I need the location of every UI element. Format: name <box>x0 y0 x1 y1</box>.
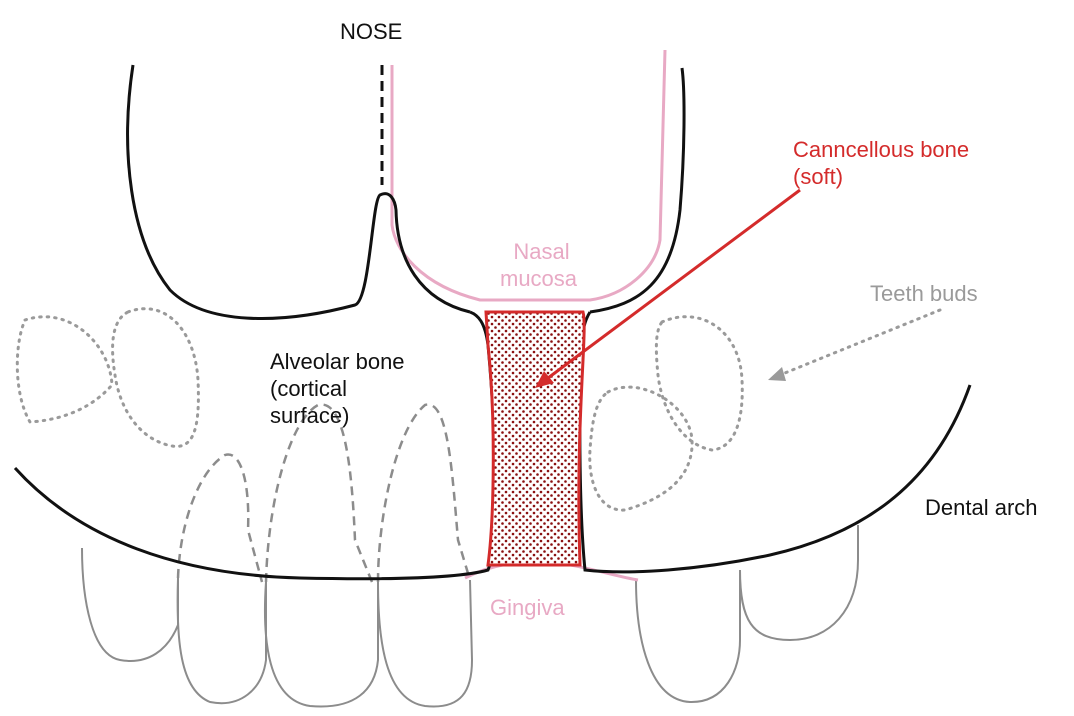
alveolar-label-line-2: (cortical <box>270 375 405 402</box>
cancellous-bone-region <box>486 312 584 565</box>
tooth-right-outer <box>740 525 858 640</box>
teeth-buds-label: Teeth buds <box>870 280 978 307</box>
arch-left <box>15 312 495 579</box>
alveolar-label-line-3: surface) <box>270 402 405 429</box>
nasal-label-line-1: Nasal <box>500 238 577 265</box>
tooth-roots <box>178 405 470 582</box>
teeth-buds-arrow <box>768 310 940 381</box>
root-central-left <box>266 405 372 582</box>
root-central-right <box>378 405 470 582</box>
alveolar-label-line-1: Alveolar bone <box>270 348 405 375</box>
bud-right-upper <box>656 317 742 450</box>
gingiva-label: Gingiva <box>490 594 565 621</box>
bud-left <box>113 309 199 447</box>
nose-outline <box>128 65 684 319</box>
dental-arch-label: Dental arch <box>925 494 1038 521</box>
cancellous-bone-label: Canncellous bone (soft) <box>793 136 969 190</box>
tooth-left-outer <box>82 548 178 661</box>
tooth-central-left <box>265 582 378 707</box>
bud-right-lower <box>590 387 692 510</box>
nose-left-chamber <box>128 65 470 319</box>
cancellous-label-line-2: (soft) <box>793 163 969 190</box>
root-left-lateral <box>178 454 262 582</box>
nasal-mucosa-label: Nasal mucosa <box>500 238 577 292</box>
arch-right <box>580 312 970 572</box>
teeth <box>82 525 858 707</box>
cancellous-label-line-1: Canncellous bone <box>793 136 969 163</box>
nose-right-chamber <box>590 68 684 312</box>
cancellous-bone <box>486 312 584 565</box>
bud-far-left <box>17 317 112 422</box>
tooth-central-right <box>378 580 472 707</box>
tooth-right-lateral <box>636 570 740 702</box>
nose-label: NOSE <box>340 18 402 45</box>
nasal-label-line-2: mucosa <box>500 265 577 292</box>
alveolar-bone-label: Alveolar bone (cortical surface) <box>270 348 405 429</box>
tooth-left-lateral <box>178 578 266 703</box>
